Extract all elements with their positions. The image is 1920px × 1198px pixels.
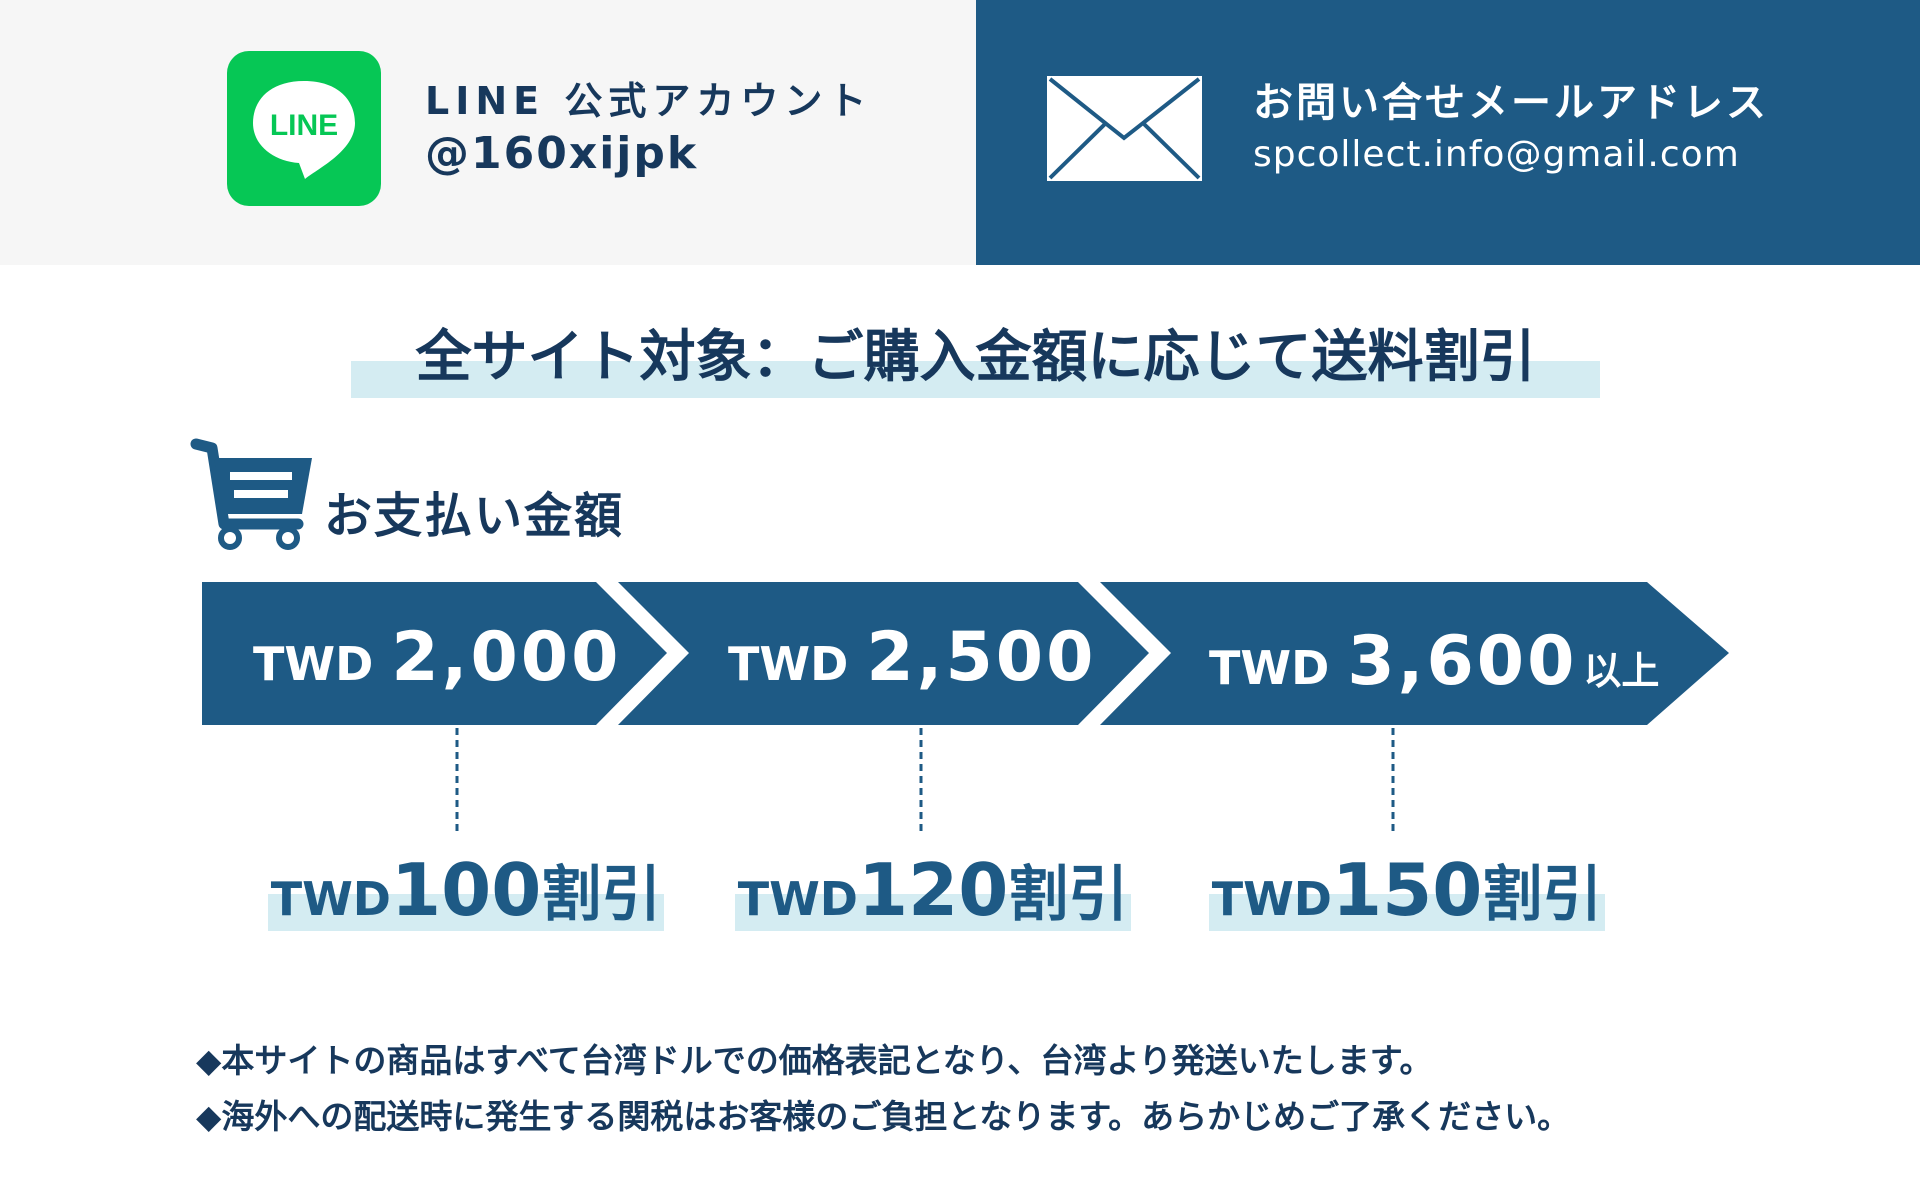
discount-highlight-2 <box>735 894 1131 931</box>
discount-word: 割引 <box>1008 860 1129 930</box>
tier-amount: 3,600 <box>1347 622 1578 701</box>
tier-3: TWD 3,600 以上 <box>1209 622 1660 701</box>
discount-1: TWD100割引 <box>268 846 664 933</box>
discount-highlight-3 <box>1209 894 1605 931</box>
tier-amount: 2,000 <box>391 618 622 697</box>
discount-currency: TWD <box>737 872 858 926</box>
page-title: 全サイト対象：ご購入金額に応じて送料割引 <box>415 324 1536 390</box>
svg-text:LINE: LINE <box>270 109 338 142</box>
tier-arrow-1 <box>202 582 667 725</box>
line-account-id[interactable]: @160xijpk <box>425 128 699 179</box>
line-contact-panel <box>0 0 976 265</box>
discount-amount: 120 <box>858 848 1009 932</box>
tier-currency: TWD <box>253 637 374 691</box>
tier-arrow-2 <box>618 582 1149 725</box>
note-customs: ◆海外への配送時に発生する関税はお客様のご負担となります。あらかじめご了承くださ… <box>196 1097 1571 1136</box>
discount-word: 割引 <box>1482 860 1603 930</box>
discount-highlight-1 <box>268 894 664 931</box>
note-currency: ◆本サイトの商品はすべて台湾ドルでの価格表記となり、台湾より発送いたします。 <box>196 1041 1433 1080</box>
discount-currency: TWD <box>270 872 391 926</box>
tier-1: TWD 2,000 <box>253 618 621 697</box>
shopping-cart-icon <box>190 438 314 554</box>
tier-suffix: 以上 <box>1583 649 1660 693</box>
mail-contact-label: お問い合せメールアドレス <box>1253 80 1769 126</box>
tier-currency: TWD <box>728 637 849 691</box>
discount-currency: TWD <box>1211 872 1332 926</box>
mail-address[interactable]: spcollect.info@gmail.com <box>1253 134 1740 175</box>
discount-word: 割引 <box>541 860 662 930</box>
tier-2: TWD 2,500 <box>728 618 1096 697</box>
headline-highlight <box>351 361 1600 398</box>
discount-2: TWD120割引 <box>735 846 1131 933</box>
payment-amount-heading: お支払い金額 <box>324 488 625 544</box>
tier-amount: 2,500 <box>866 618 1097 697</box>
discount-amount: 100 <box>391 848 542 932</box>
discount-3: TWD150割引 <box>1209 846 1605 933</box>
envelope-icon <box>1047 76 1202 185</box>
line-logo-icon[interactable]: LINE <box>227 51 381 206</box>
line-account-label: LINE 公式アカウント <box>425 79 873 123</box>
discount-amount: 150 <box>1332 848 1483 932</box>
tier-arrow-3 <box>1100 582 1729 725</box>
tier-currency: TWD <box>1209 641 1330 695</box>
